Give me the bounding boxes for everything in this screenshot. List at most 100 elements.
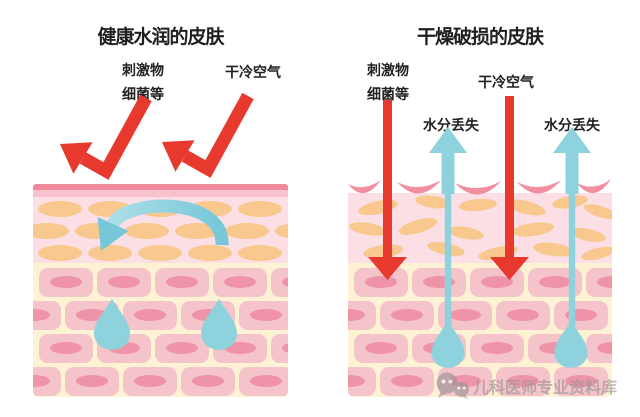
cell-nucleus (423, 342, 455, 354)
cell-nucleus (597, 342, 612, 354)
corneocyte-ellipse (125, 223, 169, 239)
stratum-corneum-layer-right (348, 193, 612, 263)
cell-nucleus (76, 375, 108, 387)
skin-surface-line (33, 184, 288, 190)
cell-nucleus (348, 375, 365, 387)
skin-cell (438, 301, 492, 330)
cell-nucleus (539, 276, 571, 288)
skin-cell (97, 268, 151, 297)
skin-surface-layer (33, 190, 288, 197)
dry-skin-cross-section (348, 193, 612, 397)
corneocyte-ellipse (348, 219, 388, 239)
skin-cell (412, 268, 466, 297)
skin-cell (97, 334, 151, 363)
skin-cell (239, 301, 288, 330)
skin-cell (380, 367, 434, 396)
skin-cell (470, 334, 524, 363)
skin-cell (181, 301, 235, 330)
cell-nucleus (33, 309, 50, 321)
skin-cell (412, 334, 466, 363)
skin-cell (348, 301, 376, 330)
corneocyte-ellipse (33, 223, 69, 239)
cell-nucleus (192, 309, 224, 321)
skin-cell (181, 367, 235, 396)
cold-air-label-left: 干冷空气 (225, 64, 281, 80)
corneocyte-ellipse (532, 239, 574, 259)
skin-cell (528, 268, 582, 297)
irritant-label-line: 刺激物 (367, 62, 409, 78)
corneocyte-ellipse (414, 193, 452, 211)
corneocyte-ellipse (138, 201, 182, 217)
corneocyte-ellipse (238, 201, 282, 217)
skin-cell (213, 268, 267, 297)
corneocyte-ellipse (238, 245, 282, 261)
cell-nucleus (391, 375, 423, 387)
cell-nucleus (250, 309, 282, 321)
skin-cell (213, 334, 267, 363)
cell-nucleus (423, 276, 455, 288)
skin-cell (348, 367, 376, 396)
corneocyte-ellipse (477, 242, 519, 263)
cell-nucleus (507, 309, 539, 321)
corneocyte-ellipse (88, 201, 132, 217)
skin-cell (123, 301, 177, 330)
corneocyte-ellipse (511, 219, 555, 239)
cell-nucleus (134, 309, 166, 321)
skin-cell (123, 367, 177, 396)
corneocyte-ellipse (225, 223, 269, 239)
corneocyte-ellipse (505, 195, 547, 219)
corneocyte-ellipse (580, 243, 612, 263)
skin-cell (155, 334, 209, 363)
cell-nucleus (166, 342, 198, 354)
corneocyte-ellipse (357, 196, 399, 218)
dry-skin-title: 干燥破损的皮肤 (416, 27, 544, 48)
skin-cell (586, 334, 612, 363)
skin-cell (239, 367, 288, 396)
stratum-corneum-layer-left (33, 197, 288, 263)
skin-cell (470, 268, 524, 297)
skin-cell (155, 268, 209, 297)
skin-cell (39, 334, 93, 363)
corneocyte-ellipse (582, 200, 612, 222)
cell-nucleus (134, 375, 166, 387)
cell-nucleus (250, 375, 282, 387)
watermark-text: 儿科医师专业资料库 (473, 380, 618, 397)
cell-nucleus (481, 342, 513, 354)
corneocyte-ellipse (447, 223, 485, 243)
skin-cell (271, 334, 288, 363)
skin-cell (65, 301, 119, 330)
cell-nucleus (565, 309, 597, 321)
corneocyte-ellipse (426, 239, 466, 259)
skin-cell (39, 268, 93, 297)
cell-nucleus (50, 342, 82, 354)
cell-nucleus (50, 276, 82, 288)
bacteria-label-line: 细菌等 (122, 86, 164, 102)
irritant-bacteria-label-right: 刺激物 细菌等 (340, 58, 436, 106)
corneocyte-ellipse (38, 245, 82, 261)
water-loss-label-2: 水分丢失 (544, 117, 600, 133)
bacteria-label-line: 细菌等 (367, 86, 409, 102)
corneocyte-ellipse (38, 201, 82, 217)
cell-nucleus (282, 276, 288, 288)
corneocyte-ellipse (362, 241, 404, 261)
skin-cell (65, 367, 119, 396)
corneocyte-ellipse (175, 223, 219, 239)
cell-nucleus (166, 276, 198, 288)
watermark: 儿科医师专业资料库 (436, 370, 630, 402)
cell-nucleus (108, 342, 140, 354)
cold-air-label-right: 干冷空气 (478, 74, 534, 90)
cell-nucleus (365, 276, 397, 288)
cell-nucleus (597, 276, 612, 288)
corneocyte-ellipse (188, 245, 232, 261)
cell-nucleus (348, 309, 365, 321)
skin-cell (554, 301, 608, 330)
cell-nucleus (365, 342, 397, 354)
skin-cell (496, 367, 550, 396)
wechat-icon (436, 372, 469, 400)
skin-cell (496, 301, 550, 330)
cell-nucleus (539, 342, 571, 354)
cell-nucleus (282, 342, 288, 354)
corneocyte-ellipse (188, 201, 232, 217)
healthy-skin-cross-section (33, 184, 288, 397)
cell-nucleus (391, 309, 423, 321)
